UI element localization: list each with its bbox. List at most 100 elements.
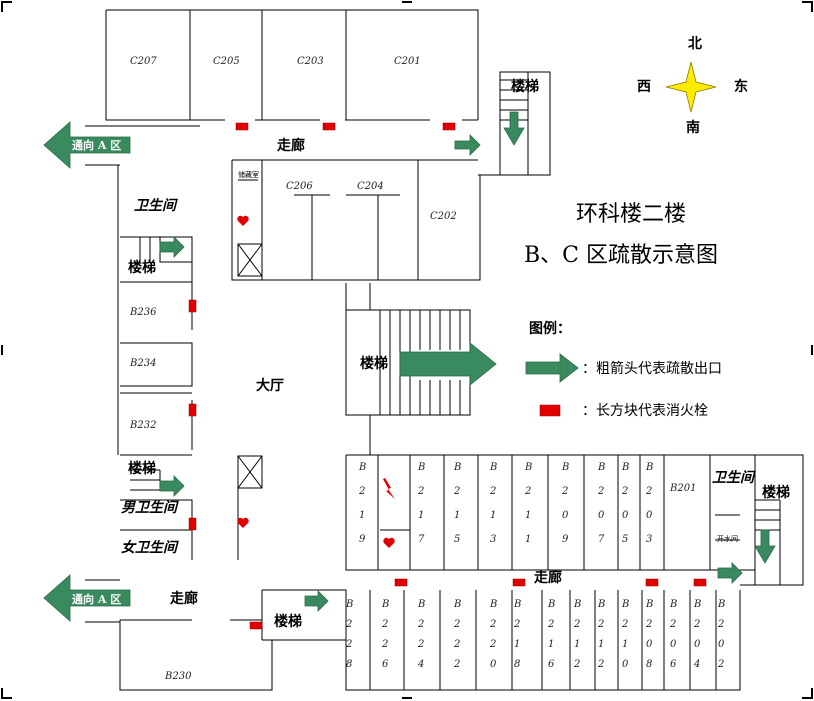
room-b201: B201: [669, 483, 696, 494]
vroom-upper-5-char: B: [561, 462, 569, 473]
vroom-upper-3-char: 3: [490, 534, 496, 545]
exit-arrow-right-stair: [754, 529, 776, 564]
vroom-lower-2-char: 2: [417, 639, 424, 650]
vroom-lower-12-char: B: [693, 599, 701, 610]
wc-right-label: 卫生间: [712, 469, 756, 486]
legend-block-text: ：长方块代表消火栓: [582, 403, 708, 419]
vroom-lower-0-char: 2: [345, 619, 352, 630]
wc-female-label: 女卫生间: [121, 539, 179, 556]
vroom-lower-2-char: B: [417, 599, 425, 610]
vroom-upper-3-char: B: [489, 462, 497, 473]
compass-west: 西: [637, 79, 651, 95]
hydrant-block: [188, 403, 197, 417]
vroom-lower-11-char: 0: [670, 639, 677, 650]
vroom-upper-0-char: 9: [359, 534, 366, 545]
vroom-lower-8-char: 2: [597, 619, 604, 630]
vroom-upper-6-char: 2: [597, 486, 604, 497]
vroom-upper-5-char: 9: [562, 534, 569, 545]
vroom-upper-7-char: 5: [622, 534, 628, 545]
stairs-top-right-label: 楼梯: [511, 78, 539, 95]
corridor-left-label: 走廊: [170, 590, 198, 607]
hydrant-block: [188, 517, 197, 531]
vertical-rooms-lower: B228B226B224B222B220B218B216B212B212B210…: [345, 599, 725, 670]
room-c206: C206: [286, 181, 313, 192]
exit-arrows: [43, 111, 776, 622]
compass-south: 南: [686, 119, 700, 136]
compass-star-icon: [665, 61, 717, 113]
room-c202: C202: [430, 211, 457, 222]
map-title-line2: B、C 区疏散示意图: [524, 243, 718, 268]
walls: [85, 9, 804, 691]
vroom-lower-8-char: 2: [597, 659, 604, 670]
vroom-lower-7-char: B: [573, 599, 581, 610]
hydrant-block: [249, 621, 263, 630]
vroom-lower-0-char: 2: [345, 639, 352, 650]
hall-label: 大厅: [256, 377, 284, 394]
room-b230: B230: [164, 671, 192, 682]
vroom-upper-1-char: 7: [418, 534, 425, 545]
exit-arrow-stairs-left-lower: [159, 475, 185, 497]
vroom-lower-12-char: 4: [693, 659, 700, 670]
hydrant-block: [512, 578, 526, 587]
vroom-lower-7-char: 2: [573, 619, 580, 630]
vroom-upper-5-char: 2: [561, 486, 568, 497]
room-c201: C201: [394, 56, 421, 67]
vroom-lower-6-char: 6: [548, 659, 555, 670]
vroom-lower-6-char: 1: [548, 639, 554, 650]
vroom-lower-9-char: 1: [622, 639, 628, 650]
vroom-lower-5-char: 2: [513, 619, 520, 630]
vroom-lower-10-char: 8: [646, 659, 652, 670]
vroom-upper-6-char: B: [597, 462, 605, 473]
legend-arrow-swatch: [525, 353, 579, 383]
vroom-upper-5-char: 0: [562, 510, 569, 521]
room-c203: C203: [297, 56, 324, 67]
water-room-label: 开水间: [717, 534, 738, 543]
vroom-upper-1-char: 2: [417, 486, 424, 497]
vroom-lower-12-char: 0: [694, 639, 701, 650]
stairs-right-label: 楼梯: [762, 484, 790, 501]
wc-male-label: 男卫生间: [121, 499, 179, 516]
vroom-lower-12-char: 2: [693, 619, 700, 630]
vroom-lower-1-char: 2: [381, 619, 388, 630]
stairs-center-label: 楼梯: [360, 355, 388, 372]
vroom-lower-9-char: 0: [622, 659, 629, 670]
vroom-lower-9-char: B: [621, 599, 629, 610]
vroom-lower-1-char: B: [381, 599, 389, 610]
vroom-lower-1-char: 6: [382, 659, 389, 670]
vroom-upper-6-char: 7: [598, 534, 605, 545]
vroom-upper-0-char: B: [358, 462, 366, 473]
vroom-upper-8-char: B: [645, 462, 653, 473]
vroom-lower-8-char: 1: [598, 639, 604, 650]
vroom-lower-3-char: B: [453, 599, 461, 610]
exit-arrow-to-a-upper: [43, 121, 131, 169]
vroom-upper-0-char: 1: [359, 510, 365, 521]
room-c207: C207: [130, 56, 157, 67]
vroom-upper-8-char: 2: [645, 486, 652, 497]
vroom-lower-6-char: B: [547, 599, 555, 610]
map-title-line1: 环科楼二楼: [576, 202, 686, 227]
wc-left-upper-label: 卫生间: [134, 197, 178, 214]
vroom-lower-10-char: 2: [645, 619, 652, 630]
lightning-icon: [383, 478, 395, 499]
compass-east: 东: [734, 78, 748, 95]
vroom-upper-3-char: 2: [489, 486, 496, 497]
exit-arrow-center: [399, 342, 497, 386]
hydrant-block: [394, 578, 408, 587]
vroom-lower-4-char: B: [489, 599, 497, 610]
legend-arrow-text: ：粗箭头代表疏散出口: [582, 360, 722, 377]
vroom-lower-11-char: 2: [669, 619, 676, 630]
vroom-lower-6-char: 2: [547, 619, 554, 630]
vroom-lower-13-char: B: [717, 599, 725, 610]
room-c204: C204: [357, 181, 384, 192]
vroom-lower-0-char: B: [345, 599, 353, 610]
vroom-lower-4-char: 0: [490, 659, 497, 670]
hydrant-block: [442, 122, 456, 131]
exit-arrow-to-a-lower: [43, 574, 131, 622]
vroom-lower-5-char: 8: [514, 659, 520, 670]
vroom-lower-3-char: 2: [453, 619, 460, 630]
exit-arrow-down-small: [503, 111, 525, 146]
vroom-upper-0-char: 2: [358, 486, 365, 497]
vroom-upper-4-char: 1: [525, 534, 531, 545]
